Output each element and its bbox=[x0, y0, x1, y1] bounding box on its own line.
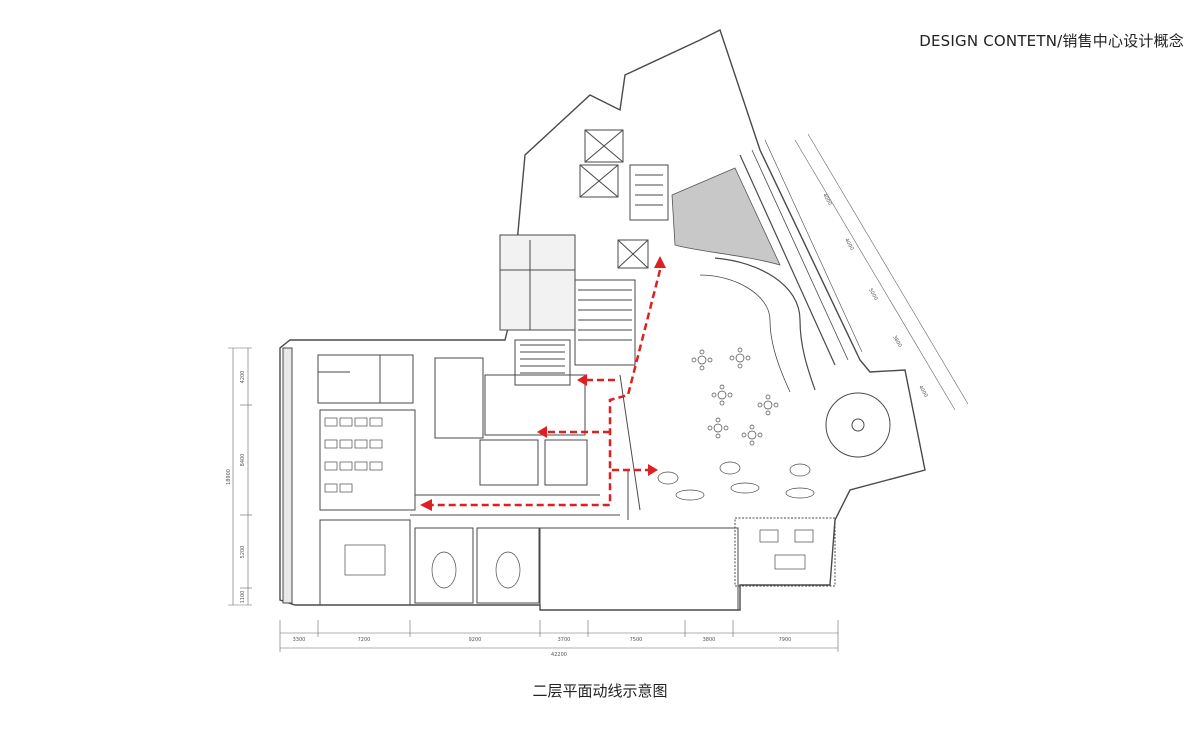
elevator-3 bbox=[617, 239, 649, 269]
table-group-6 bbox=[741, 424, 763, 446]
sofa-group-1 bbox=[657, 471, 705, 501]
lower-stair bbox=[514, 339, 571, 386]
route-arrow-branch-1 bbox=[577, 374, 587, 386]
restroom-block bbox=[499, 234, 576, 331]
sofa-group-2 bbox=[719, 461, 760, 494]
sofa-group-3 bbox=[785, 463, 815, 499]
elevator-1 bbox=[584, 129, 624, 163]
dim-total: 42200 bbox=[551, 652, 567, 658]
dim-left-3: 5200 bbox=[240, 546, 246, 559]
curved-bar bbox=[714, 257, 816, 391]
dim-bottom-7: 7900 bbox=[779, 637, 792, 643]
terrace-tables bbox=[759, 529, 814, 570]
dim-right-3: 5000 bbox=[867, 287, 879, 301]
dim-left-total: 18900 bbox=[226, 469, 232, 485]
bottom-annex bbox=[539, 527, 739, 611]
vip-table-2 bbox=[495, 551, 521, 589]
meeting-table bbox=[344, 544, 386, 576]
route-arrow-up bbox=[654, 256, 666, 268]
dim-bottom-3: 9200 bbox=[469, 637, 482, 643]
route-arrow-left-end bbox=[420, 499, 432, 511]
table-group-2 bbox=[729, 347, 751, 369]
tower-stair bbox=[629, 164, 669, 221]
left-exterior-wall bbox=[282, 347, 293, 604]
office-mid bbox=[479, 439, 539, 486]
dim-bottom-5: 7500 bbox=[630, 637, 643, 643]
table-group-5 bbox=[707, 417, 729, 439]
dim-bottom-1: 3300 bbox=[293, 637, 306, 643]
vip-table-1 bbox=[431, 551, 457, 589]
dim-bottom-2: 7200 bbox=[358, 637, 371, 643]
paving-zone bbox=[671, 167, 781, 266]
office-block-top bbox=[317, 354, 414, 404]
elevator-2 bbox=[579, 164, 619, 198]
dim-left-4: 1100 bbox=[240, 591, 246, 604]
route-arrow-branch-2 bbox=[537, 426, 547, 438]
manager-office bbox=[484, 374, 586, 436]
dim-right-4: 3800 bbox=[891, 334, 903, 348]
vip-room-1 bbox=[414, 527, 474, 604]
table-group-1 bbox=[691, 349, 713, 371]
table-group-4 bbox=[757, 394, 779, 416]
dim-bottom-6: 3800 bbox=[703, 637, 716, 643]
dim-right-5: 4000 bbox=[917, 384, 929, 398]
finance-office bbox=[434, 357, 484, 439]
terrace bbox=[734, 517, 836, 587]
dim-left-2: 8400 bbox=[240, 454, 246, 467]
open-office bbox=[319, 409, 416, 511]
dim-left-1: 4200 bbox=[240, 371, 246, 384]
stair-core bbox=[574, 279, 636, 366]
diagram-caption: 二层平面动线示意图 bbox=[532, 682, 668, 700]
meeting-room-left bbox=[319, 519, 411, 606]
route-arrow-branch-3 bbox=[648, 464, 658, 476]
office-right bbox=[544, 439, 588, 486]
dim-right-1: 4000 bbox=[821, 192, 833, 206]
desk-grid bbox=[324, 417, 383, 493]
dim-right-2: 4000 bbox=[843, 237, 855, 251]
vip-room-2 bbox=[476, 527, 540, 604]
table-group-3 bbox=[711, 384, 733, 406]
dim-bottom-4: 3700 bbox=[558, 637, 571, 643]
circulation-route-main bbox=[430, 269, 662, 507]
spiral-stair bbox=[825, 392, 891, 458]
page-header-title: DESIGN CONTETN/销售中心设计概念 bbox=[919, 32, 1184, 50]
